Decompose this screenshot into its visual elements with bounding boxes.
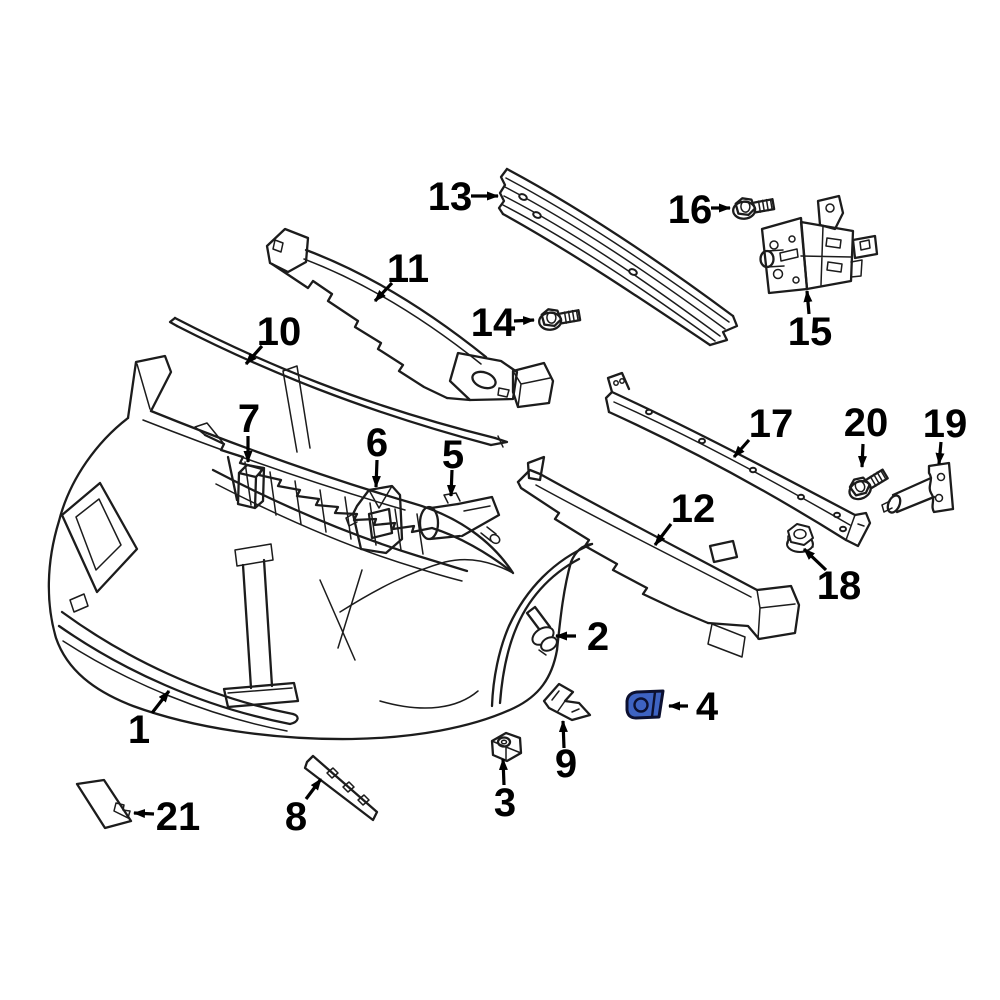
callout-9[interactable]: 9 [555, 720, 577, 786]
part-1-bumper-cover [47, 354, 594, 741]
callout-14-arrow [513, 316, 535, 326]
callout-8[interactable]: 8 [285, 778, 323, 839]
callout-6-label: 6 [366, 421, 388, 465]
callout-20-arrow [857, 443, 867, 468]
callout-19-arrow [935, 441, 945, 465]
callout-17-label: 17 [749, 402, 794, 446]
callout-10[interactable]: 10 [244, 310, 302, 366]
callout-11-arrow [373, 281, 394, 303]
callout-12-label: 12 [671, 487, 716, 531]
callout-1-arrow [150, 690, 171, 714]
part-7-pad [236, 463, 266, 510]
callout-13-label: 13 [428, 175, 473, 219]
part-9-clip [542, 682, 592, 722]
callout-18-label: 18 [817, 564, 862, 608]
part-12-energy-absorber-lower [516, 455, 801, 658]
callout-7[interactable]: 7 [238, 397, 260, 463]
part-21-filler-plate [75, 778, 133, 830]
callout-20[interactable]: 20 [844, 401, 889, 468]
callout-12-arrow [653, 523, 673, 546]
part-17-lower-reinforcement-bar [604, 371, 872, 548]
callout-21[interactable]: 21 [133, 795, 201, 839]
part-2-clip [525, 605, 558, 656]
callout-3[interactable]: 3 [494, 758, 516, 825]
part-5-bracket [418, 492, 501, 545]
callout-9-label: 9 [555, 742, 577, 786]
callout-9-arrow [558, 720, 568, 749]
callout-19-label: 19 [923, 402, 968, 446]
callout-7-label: 7 [238, 397, 260, 441]
callout-14[interactable]: 14 [471, 301, 535, 345]
part-4-body [625, 689, 665, 720]
part-20-bolt [843, 465, 893, 504]
callout-18-arrow [802, 547, 828, 572]
callout-21-arrow [133, 809, 155, 819]
callout-10-arrow [244, 344, 264, 366]
callout-16[interactable]: 16 [668, 188, 731, 232]
part-3-grommet [490, 731, 523, 763]
part-14-bolt [537, 305, 582, 332]
part-11-energy-absorber [265, 227, 555, 409]
part-6-bracket [345, 484, 404, 555]
callout-5-arrow [446, 469, 456, 497]
callout-15[interactable]: 15 [788, 290, 833, 354]
callout-10-label: 10 [257, 310, 302, 354]
callout-15-arrow [803, 290, 813, 315]
callout-6[interactable]: 6 [366, 421, 388, 488]
part-19-side-bracket [881, 461, 955, 514]
callout-3-label: 3 [494, 781, 516, 825]
callout-17-arrow [732, 438, 751, 459]
callout-4-label: 4 [696, 685, 719, 729]
callout-8-arrow [304, 778, 323, 800]
part-13-upper-reinforcement-bar [497, 167, 739, 347]
callout-13[interactable]: 13 [428, 175, 499, 219]
callout-5-label: 5 [442, 433, 464, 477]
part-10-molding-strip [168, 316, 509, 448]
callout-16-label: 16 [668, 188, 713, 232]
callout-14-label: 14 [471, 301, 516, 345]
callout-1[interactable]: 1 [128, 690, 171, 752]
callout-12[interactable]: 12 [653, 487, 716, 546]
callout-19[interactable]: 19 [923, 402, 968, 465]
part-15-mount-bracket [759, 194, 879, 295]
callout-11-label: 11 [387, 247, 429, 291]
callout-18[interactable]: 18 [802, 547, 862, 608]
callout-17[interactable]: 17 [732, 402, 794, 459]
part-16-bolt [731, 194, 776, 221]
part-4-hole [633, 697, 649, 713]
callout-20-label: 20 [844, 401, 889, 445]
part-8-retainer-strip [303, 754, 379, 822]
part-4-retainer-highlighted[interactable] [625, 689, 665, 720]
part-18-nut [786, 523, 814, 553]
callout-8-label: 8 [285, 795, 307, 839]
callout-2[interactable]: 2 [555, 615, 609, 659]
callout-5[interactable]: 5 [442, 433, 464, 497]
callout-15-label: 15 [788, 310, 833, 354]
callout-21-label: 21 [156, 795, 201, 839]
part-4-edge [650, 691, 657, 718]
callout-4[interactable]: 4 [668, 685, 719, 729]
callout-6-arrow [371, 459, 381, 488]
callout-1-label: 1 [128, 708, 150, 752]
callout-3-arrow [498, 758, 508, 786]
callout-11[interactable]: 11 [373, 247, 429, 303]
callout-2-label: 2 [587, 615, 609, 659]
